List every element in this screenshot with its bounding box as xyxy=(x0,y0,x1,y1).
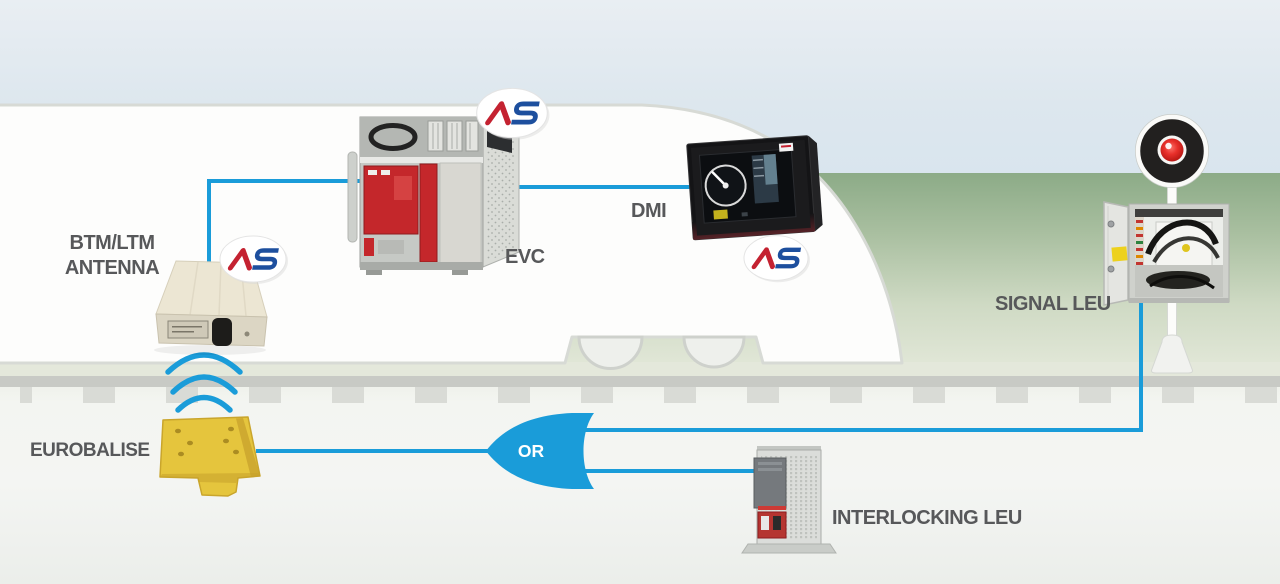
btm-ltm-antenna-label: BTM/LTM ANTENNA xyxy=(32,231,192,281)
btm-ltm-label-line1: BTM/LTM xyxy=(69,232,156,254)
signal-leu-cabinet xyxy=(1103,201,1230,306)
red-signal-light-icon xyxy=(1157,135,1187,165)
railway-track xyxy=(0,362,1280,403)
cable-evc-antenna xyxy=(207,179,363,263)
interlocking-leu-label: INTERLOCKING LEU xyxy=(832,507,1022,529)
btm-ltm-label-line2: ANTENNA xyxy=(64,257,160,279)
cable-or-signal-leu xyxy=(575,298,1143,432)
dmi-device xyxy=(686,135,823,241)
dmi-label: DMI xyxy=(631,200,667,222)
connection-cables xyxy=(207,179,1143,473)
signal-leu-label: SIGNAL LEU xyxy=(995,293,1111,315)
evc-device xyxy=(347,116,520,275)
eurobalise-device xyxy=(159,416,261,497)
evc-label: EVC xyxy=(505,246,545,268)
or-gate-icon xyxy=(486,413,594,489)
trackside-signal xyxy=(1135,114,1209,374)
or-gate-label: OR xyxy=(517,441,545,461)
interlocking-leu-device xyxy=(741,446,837,554)
radio-waves-icon xyxy=(165,352,243,413)
eurobalise-label: EUROBALISE xyxy=(30,440,150,461)
